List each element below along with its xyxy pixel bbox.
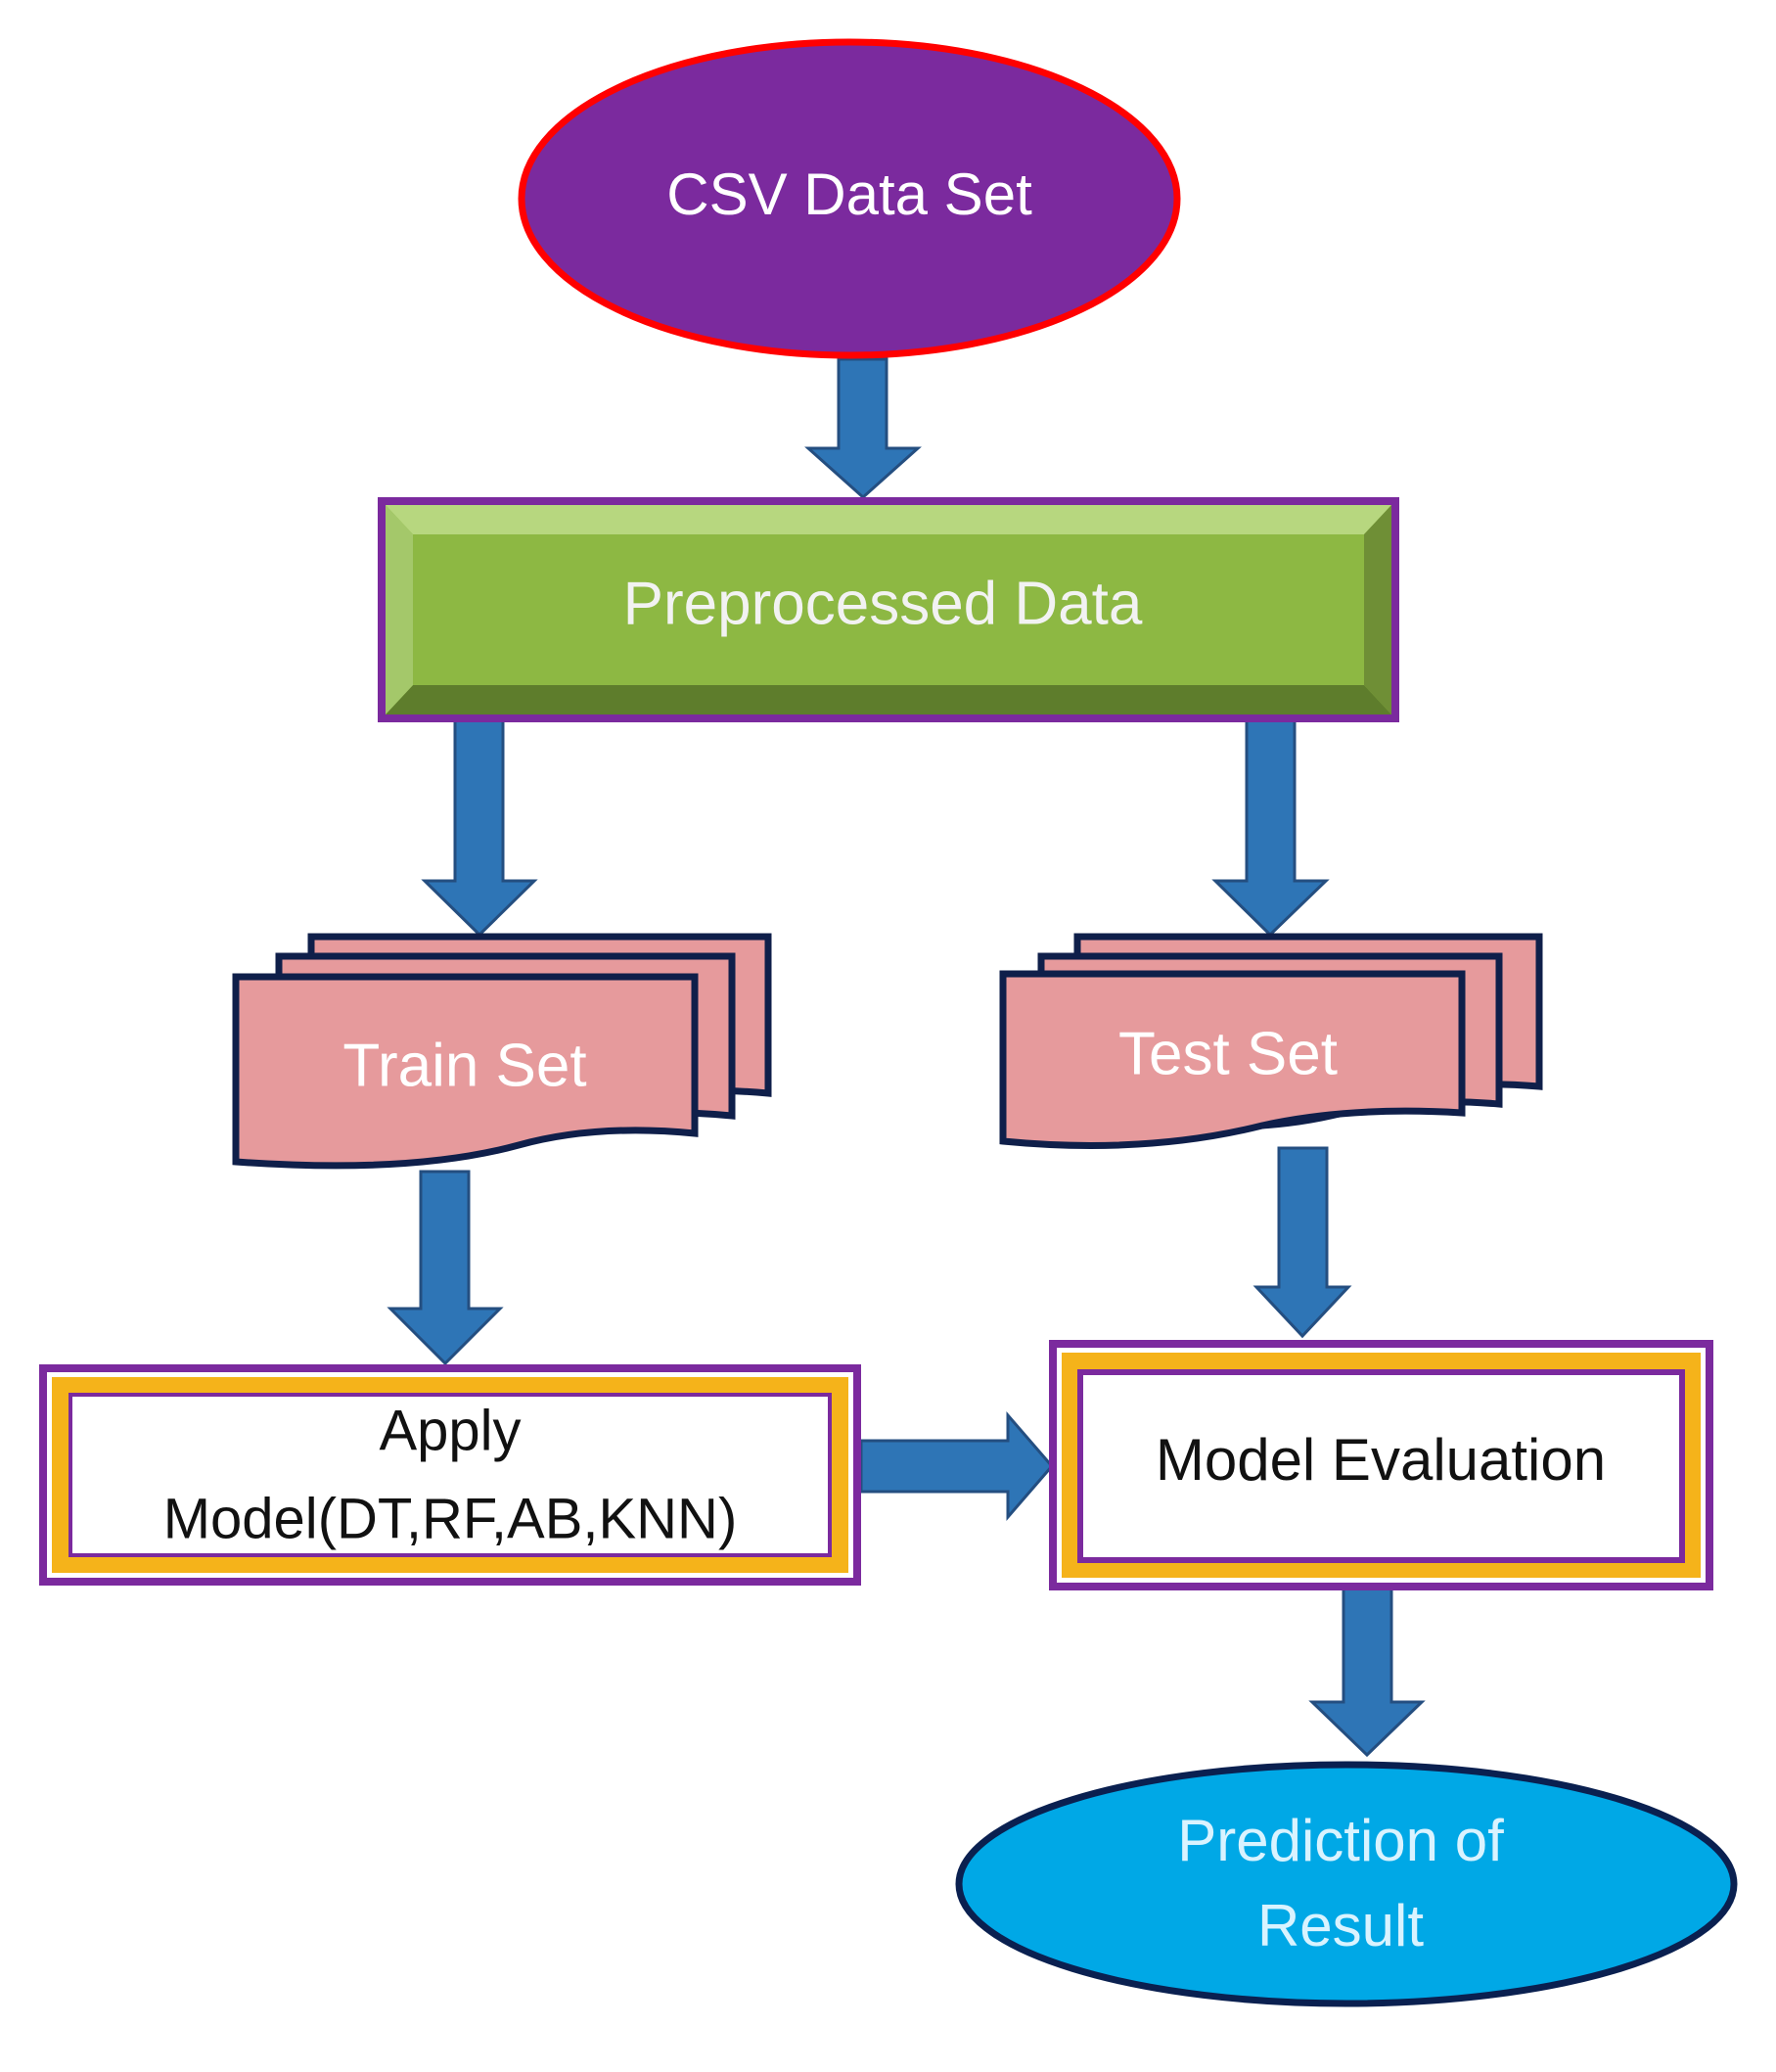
arrow-train-to-apply bbox=[387, 1170, 504, 1366]
prediction-of-result-node: Prediction of Result bbox=[955, 1761, 1738, 2007]
csv-data-set-node: CSV Data Set bbox=[518, 38, 1181, 359]
arrow-preprocessed-to-test bbox=[1211, 715, 1330, 938]
arrow-evaluation-to-prediction bbox=[1308, 1586, 1426, 1758]
test-set-node: Test Set bbox=[999, 933, 1543, 1149]
apply-model-label-line2: Model(DT,RF,AB,KNN) bbox=[163, 1487, 738, 1550]
arrow-preprocessed-to-train bbox=[421, 715, 538, 938]
csv-data-set-label: CSV Data Set bbox=[666, 161, 1032, 227]
apply-model-node: Apply Model(DT,RF,AB,KNN) bbox=[39, 1364, 861, 1586]
arrow-apply-to-evaluation bbox=[859, 1410, 1054, 1522]
preprocessed-data-label: Preprocessed Data bbox=[623, 570, 1143, 637]
prediction-label-line1: Prediction of bbox=[1177, 1808, 1504, 1873]
apply-model-label-line1: Apply bbox=[379, 1399, 521, 1462]
train-set-label: Train Set bbox=[342, 1032, 586, 1099]
test-set-label: Test Set bbox=[1118, 1020, 1338, 1087]
model-evaluation-node: Model Evaluation bbox=[1049, 1340, 1713, 1590]
model-evaluation-label: Model Evaluation bbox=[1156, 1427, 1606, 1493]
arrow-test-to-evaluation bbox=[1252, 1146, 1352, 1339]
preprocessed-data-node: Preprocessed Data bbox=[378, 497, 1399, 722]
arrow-csv-to-preprocessed bbox=[804, 357, 922, 500]
prediction-label-line2: Result bbox=[1257, 1893, 1424, 1958]
train-set-node: Train Set bbox=[232, 933, 772, 1170]
